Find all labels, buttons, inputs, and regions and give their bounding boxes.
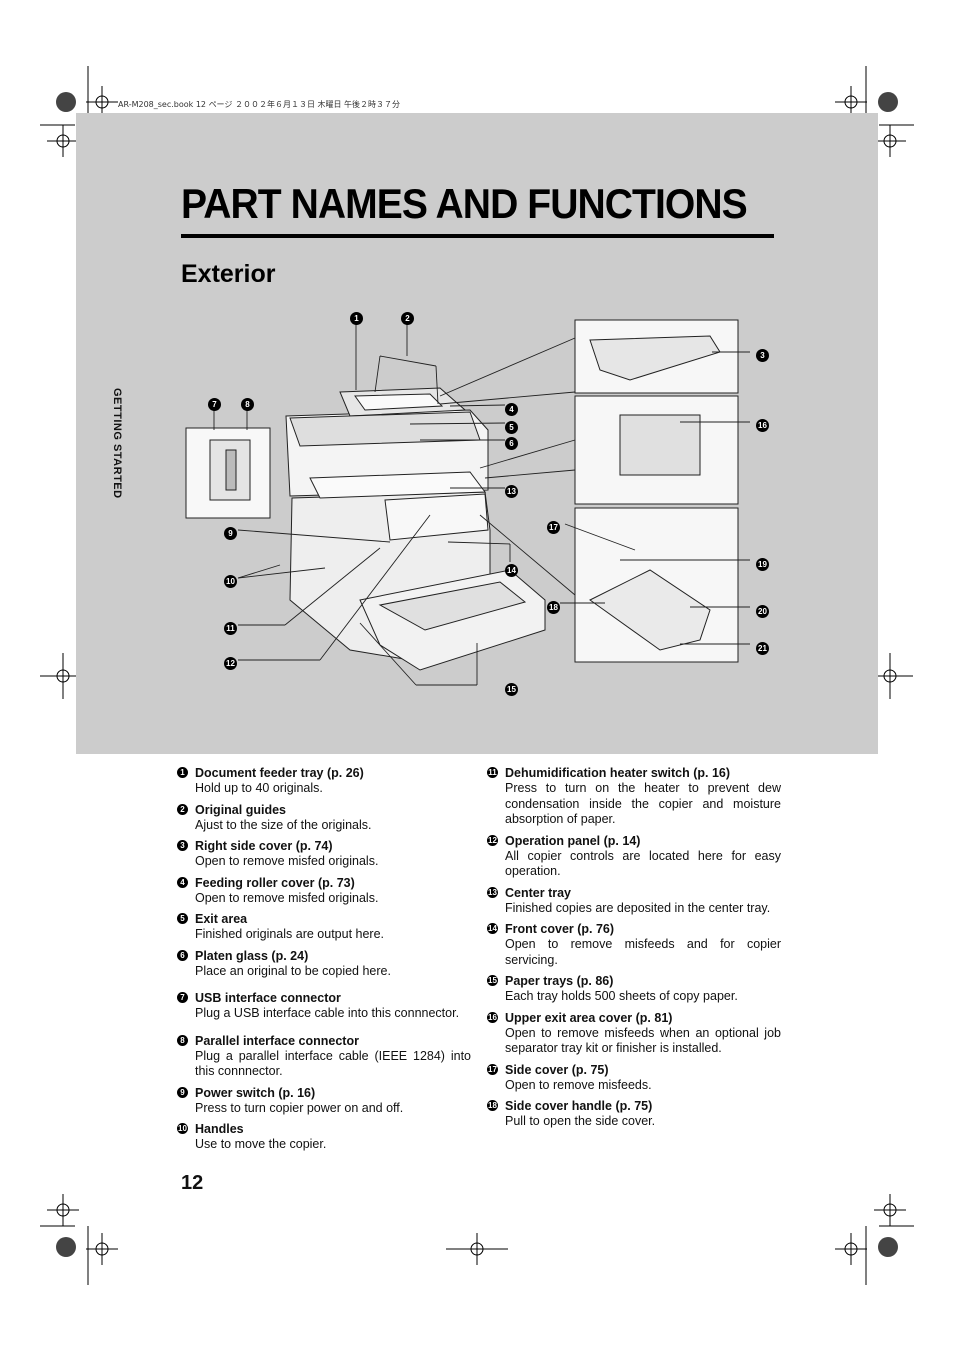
callout-12: 12	[224, 653, 237, 671]
callout-19: 19	[756, 554, 769, 572]
callout-20: 20	[756, 601, 769, 619]
side-tab: GETTING STARTED	[111, 388, 123, 499]
callout-15: 15	[505, 679, 518, 697]
callout-2: 2	[401, 308, 414, 326]
callout-17: 17	[547, 517, 560, 535]
callout-13: 13	[505, 481, 518, 499]
print-slug: AR-M208_sec.book 12 ページ ２００２年６月１３日 木曜日 午…	[118, 100, 401, 109]
callout-7: 7	[208, 394, 221, 412]
callout-9: 9	[224, 523, 237, 541]
page-number: 12	[181, 1172, 204, 1194]
callout-10: 10	[224, 571, 237, 589]
callout-4: 4	[505, 399, 518, 417]
callout-18: 18	[547, 597, 560, 615]
copier-illustration: 1 2 3 4 5 6 7 8 9 10 11 12 13 14 15 16 1…	[180, 300, 769, 700]
callout-21: 21	[756, 638, 769, 656]
page-title: PART NAMES AND FUNCTIONS	[181, 180, 748, 227]
section-heading: Exterior	[181, 260, 276, 288]
callout-3: 3	[756, 345, 769, 363]
callout-1: 1	[350, 308, 363, 326]
callout-6: 6	[505, 433, 518, 451]
title-rule	[181, 234, 774, 238]
callout-16: 16	[756, 415, 769, 433]
callout-14: 14	[505, 560, 518, 578]
callout-5: 5	[505, 417, 518, 435]
callout-11: 11	[224, 618, 237, 636]
callout-8: 8	[241, 394, 254, 412]
